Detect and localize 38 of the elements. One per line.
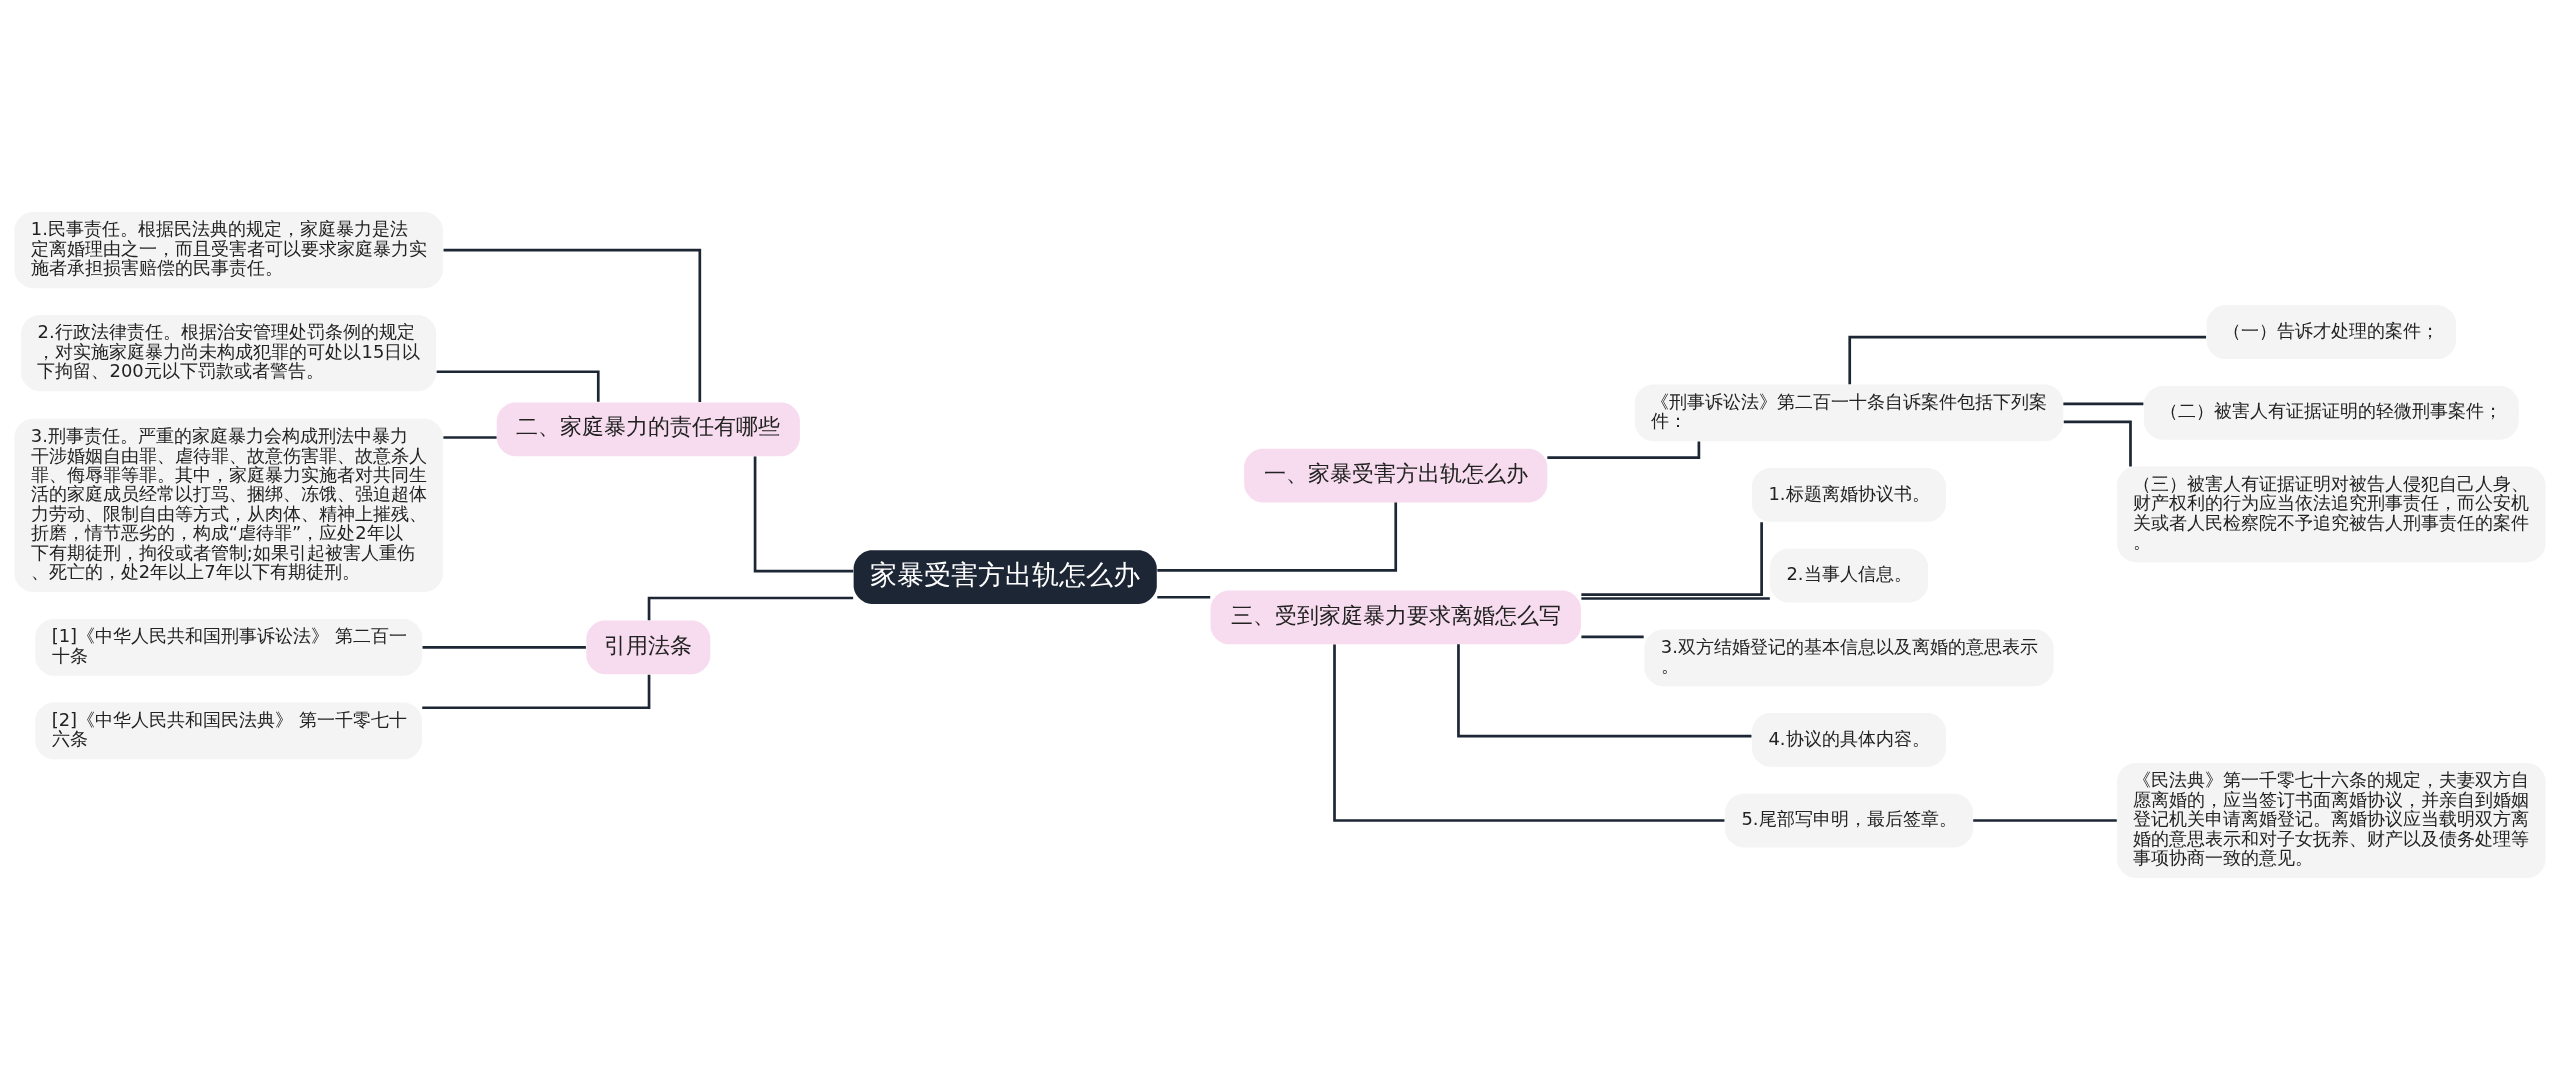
connector (443, 436, 497, 439)
connector (647, 596, 854, 621)
node-box: 3.刑事责任。严重的家庭暴力会构成刑法中暴力干涉婚姻自由罪、虐待罪、故意伤害罪、故意杀人罪、侮辱罪等罪。其中，家庭暴力实施者对共同生活的家庭成员经常以打骂、捆绑、冻饿、强迫超体力劳动、限制自由等方式，从肉体、精神上摧残、折磨，情节恶劣的，构成“虐待罪”，应处2年以下有期徒刑，拘役或者管制;如果引起被害人重伤、死亡的，处2年以上7年以下有期徒刑。 (14, 418, 443, 593)
node-box: （一）告诉才处理的案件； (2206, 305, 2457, 360)
connector (2063, 402, 2144, 406)
node-box: 三、受到家庭暴力要求离婚怎么写 (1210, 590, 1581, 645)
node-box: 5.尾部写申明，最后签章。 (1725, 793, 1973, 848)
connector (1457, 644, 1752, 738)
connector (443, 248, 702, 403)
node-box: 3.双方结婚登记的基本信息以及离婚的意思表示。 (1644, 629, 2054, 687)
connector (1157, 502, 1398, 572)
node-box: 家暴受害方出轨怎么办 (853, 550, 1157, 604)
node-box: [1]《中华人民共和国刑事诉讼法》 第二百一十条 (35, 618, 423, 676)
node-box: 《刑事诉讼法》第二百一十条自诉案件包括下列案件： (1634, 384, 2064, 442)
connector (1333, 644, 1725, 822)
connector (1973, 819, 2117, 822)
connector (1581, 522, 1763, 596)
connector (422, 674, 651, 710)
node-box: 4.协议的具体内容。 (1751, 713, 1947, 767)
node-box: 1.民事责任。根据民法典的规定，家庭暴力是法定离婚理由之一，而且受害者可以要求家庭暴力实施者承担损害赔偿的民事责任。 (14, 211, 443, 289)
connector (1581, 597, 1770, 600)
node-box: 二、家庭暴力的责任有哪些 (496, 402, 800, 457)
node-box: （三）被害人有证据证明对被告人侵犯自己人身、财产权利的行为应当依法追究刑事责任，而公安机关或者人民检察院不予追究被告人刑事责任的案件。 (2117, 466, 2546, 563)
node-box: 引用法条 (586, 620, 711, 675)
node-box: 一、家暴受害方出轨怎么办 (1244, 448, 1548, 503)
connector (1848, 335, 2207, 385)
connector (1581, 635, 1644, 639)
connector (753, 456, 854, 573)
connector (422, 645, 586, 649)
node-box: 《民法典》第一千零七十六条的规定，夫妻双方自愿离婚的，应当签订书面离婚协议，并亲自到婚姻登记机关申请离婚登记。离婚协议应当载明双方离婚的意思表示和对子女抚养、财产以及债务处理等事项协商一致的意见。 (2117, 763, 2546, 879)
node-box: （二）被害人有证据证明的轻微刑事案件； (2143, 385, 2519, 440)
node-box: [2]《中华人民共和国民法典》 第一千零七十六条 (35, 702, 423, 760)
node-box: 2.行政法律责任。根据治安管理处罚条例的规定，对实施家庭暴力尚未构成犯罪的可处以15日以下拘留、200元以下罚款或者警告。 (21, 315, 437, 392)
node-box: 1.标题离婚协议书。 (1751, 468, 1947, 522)
node-box: 2.当事人信息。 (1769, 548, 1929, 603)
connector (1157, 595, 1211, 599)
connector (2063, 420, 2132, 467)
connector (1547, 441, 1701, 459)
